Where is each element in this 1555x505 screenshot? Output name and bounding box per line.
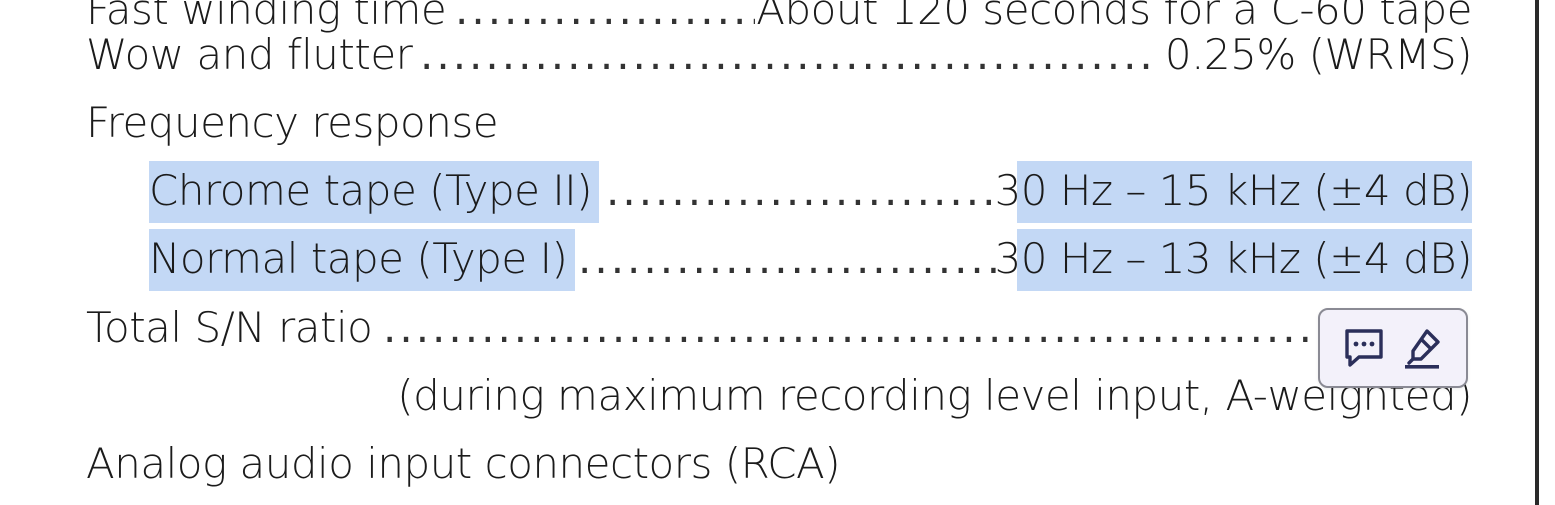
leader-dots: ........................................… xyxy=(455,0,755,34)
selection-highlight xyxy=(149,229,575,291)
spec-label: Fast winding time xyxy=(86,0,447,34)
spec-value: (during maximum recording level input, A… xyxy=(397,371,1472,420)
spec-row-analog-input: Analog audio input connectors (RCA) xyxy=(0,434,1555,494)
spec-row-chrome-tape[interactable]: Chrome tape (Type II) ..................… xyxy=(0,161,1555,223)
selection-highlight xyxy=(1017,161,1472,223)
spec-value[interactable]: 30 Hz – 15 kHz (±4 dB) xyxy=(994,166,1473,215)
spec-label: Analog audio input connectors (RCA) xyxy=(86,439,841,488)
spec-label[interactable]: Normal tape (Type I) xyxy=(149,234,568,283)
highlight-button[interactable] xyxy=(1397,322,1449,374)
selection-highlight xyxy=(149,161,599,223)
spec-row-sn-ratio: Total S/N ratio ........................… xyxy=(0,298,1555,358)
spec-row-fast-winding: Fast winding time ......................… xyxy=(0,0,1555,40)
spec-value[interactable]: 30 Hz – 13 kHz (±4 dB) xyxy=(994,234,1473,283)
spec-row-wow-flutter: Wow and flutter ........................… xyxy=(0,25,1555,85)
page-edge xyxy=(1535,0,1539,505)
spec-label: Wow and flutter xyxy=(86,30,413,79)
selection-highlight xyxy=(1017,229,1472,291)
highlighter-icon xyxy=(1404,329,1440,369)
selection-toolbar xyxy=(1318,308,1468,388)
comment-icon xyxy=(1344,329,1383,367)
spec-value: About 120 seconds for a C-60 tape xyxy=(756,0,1472,34)
spec-row-frequency-response: Frequency response xyxy=(0,93,1555,153)
leader-dots: ........................................… xyxy=(420,30,1160,79)
leader-dots: ........................................… xyxy=(606,166,1001,215)
spec-label[interactable]: Chrome tape (Type II) xyxy=(149,166,593,215)
spec-row-sn-condition: (during maximum recording level input, A… xyxy=(0,366,1555,426)
spec-value: 0.25% (WRMS) xyxy=(1164,30,1473,79)
leader-dots: ........................................… xyxy=(578,234,1001,283)
add-comment-button[interactable] xyxy=(1338,322,1390,374)
spec-label: Total S/N ratio xyxy=(86,303,373,352)
leader-dots: ........................................… xyxy=(383,303,1318,352)
spec-row-normal-tape[interactable]: Normal tape (Type I) ...................… xyxy=(0,229,1555,291)
spec-label: Frequency response xyxy=(86,98,499,147)
